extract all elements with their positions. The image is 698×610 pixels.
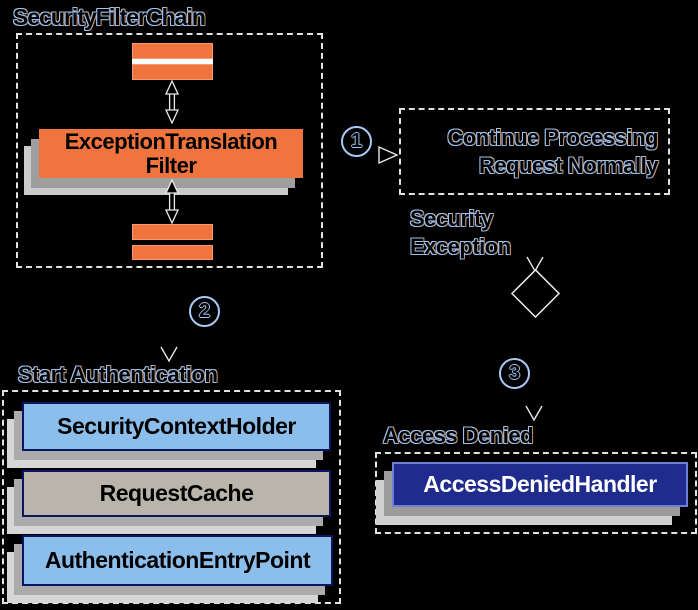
start-authentication-box [2, 390, 341, 604]
exception-translation-filter-box: ExceptionTranslation Filter [39, 129, 303, 178]
filter-bar-top-1 [132, 43, 213, 59]
double-arrow-icon [164, 179, 180, 224]
double-arrow-icon [164, 80, 180, 124]
arrowhead-right-icon [378, 146, 399, 164]
access-denied-handler-box: AccessDeniedHandler [392, 462, 688, 507]
access-denied-box [375, 452, 697, 534]
arrowhead-down-icon [160, 346, 178, 363]
security-exception-label: Security Exception [410, 206, 511, 259]
filter-bar-bottom-1 [132, 224, 213, 240]
step-3-badge: 3 [499, 358, 530, 389]
exception-translation-filter-label: ExceptionTranslation Filter [64, 128, 278, 178]
continue-processing-label: Continue Processing Request Normally [447, 125, 658, 178]
filter-bar-separator [132, 59, 213, 64]
step-2-badge: 2 [189, 296, 220, 327]
filter-bar-top-2 [132, 64, 213, 80]
start-authentication-title: Start Authentication [18, 362, 218, 387]
decision-diamond [511, 269, 560, 318]
request-cache-box: RequestCache [22, 470, 331, 517]
security-context-holder-box: SecurityContextHolder [22, 402, 331, 451]
continue-processing-box: Continue Processing Request Normally [399, 108, 670, 195]
security-filter-chain-box [16, 33, 323, 268]
authentication-entry-point-box: AuthenticationEntryPoint [22, 535, 333, 586]
security-filter-chain-title: SecurityFilterChain [13, 4, 206, 30]
filter-bar-bottom-2 [132, 245, 213, 260]
step-1-badge: 1 [341, 126, 372, 157]
arrowhead-down-icon [525, 405, 543, 422]
access-denied-title: Access Denied [383, 423, 534, 448]
